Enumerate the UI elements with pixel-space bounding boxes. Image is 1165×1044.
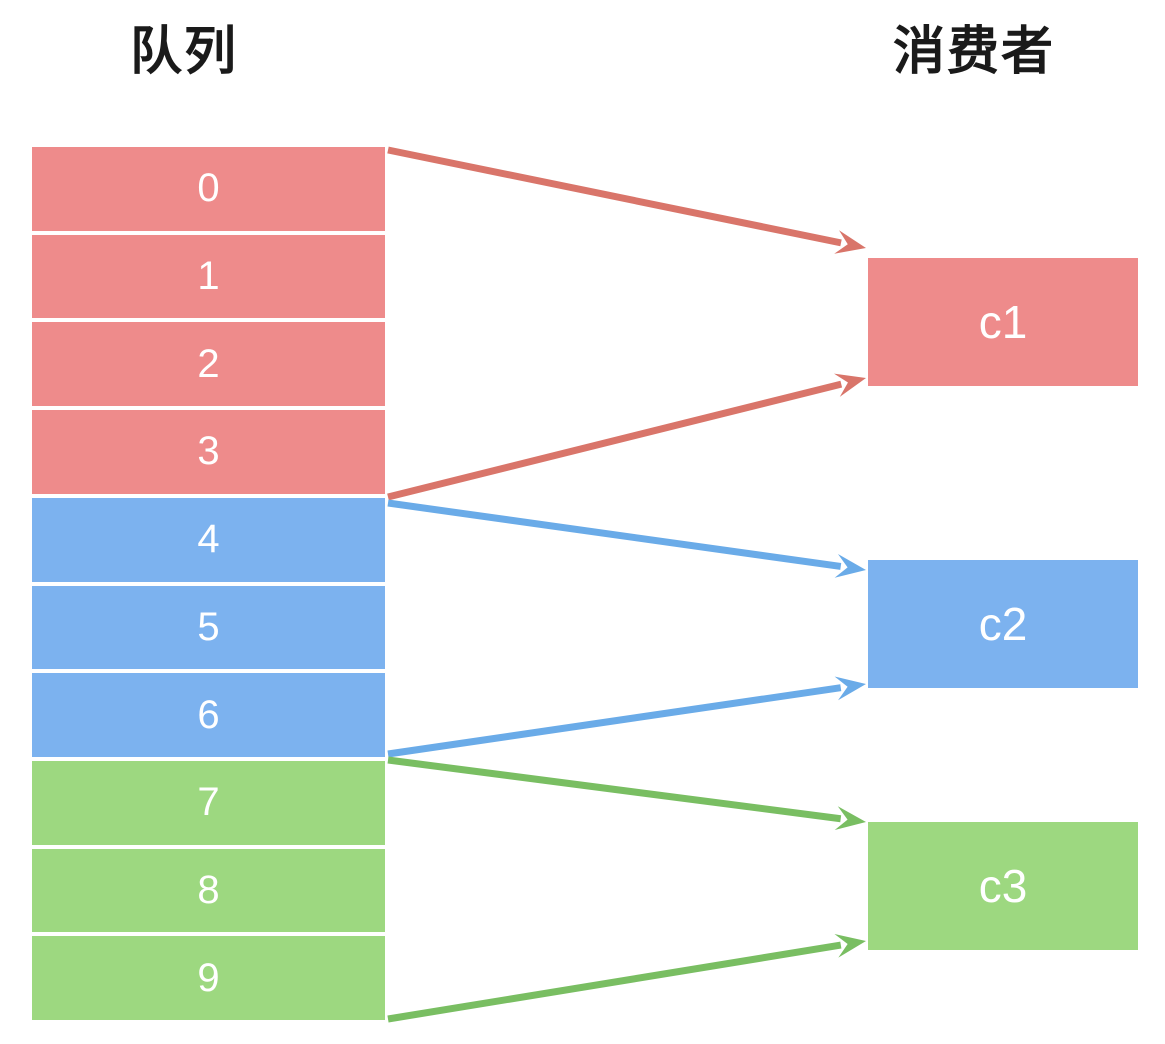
consumer-label: c2 bbox=[978, 598, 1028, 650]
queue-cell-label: 9 bbox=[197, 955, 220, 1000]
queue-cell-1[interactable]: 1 bbox=[32, 234, 385, 323]
queue-cell-8[interactable]: 8 bbox=[32, 848, 385, 937]
queue-cell-7[interactable]: 7 bbox=[32, 760, 385, 849]
consumer-label: c3 bbox=[978, 860, 1028, 912]
queue-cell-3[interactable]: 3 bbox=[32, 410, 385, 498]
queue-cell-label: 3 bbox=[197, 429, 220, 474]
queue-cell-5[interactable]: 5 bbox=[32, 585, 385, 674]
queue-cell-label: 8 bbox=[197, 867, 220, 912]
arrow-queue-top-to-c1 bbox=[387, 146, 866, 254]
consumer-box-c1[interactable]: c1 bbox=[868, 258, 1138, 386]
queue-cell-label: 0 bbox=[197, 166, 220, 211]
arrow-queue-green-bottom-to-c3 bbox=[387, 933, 866, 1023]
arrow-queue-blue-top-to-c2 bbox=[387, 499, 866, 578]
queue-cell-label: 6 bbox=[197, 692, 220, 737]
queue-column: 0 1 2 3 4 5 6 7 8 9 bbox=[32, 147, 385, 1021]
consumer-box-c2[interactable]: c2 bbox=[868, 560, 1138, 688]
queue-cell-9[interactable]: 9 bbox=[32, 936, 385, 1021]
arrow-queue-red-bottom-to-c1 bbox=[387, 373, 866, 501]
queue-cell-2[interactable]: 2 bbox=[32, 322, 385, 411]
consumer-label: c1 bbox=[978, 296, 1028, 348]
queue-cell-label: 2 bbox=[197, 341, 220, 386]
queue-cell-label: 5 bbox=[197, 604, 220, 649]
queue-cell-label: 7 bbox=[197, 780, 220, 825]
arrow-queue-blue-bottom-to-c2 bbox=[387, 676, 866, 758]
consumer-box-c3[interactable]: c3 bbox=[868, 822, 1138, 950]
queue-cell-label: 4 bbox=[197, 517, 220, 562]
arrow-queue-green-top-to-c3 bbox=[387, 756, 866, 831]
queue-cell-0[interactable]: 0 bbox=[32, 147, 385, 235]
queue-cell-label: 1 bbox=[197, 254, 220, 299]
queue-cell-4[interactable]: 4 bbox=[32, 497, 385, 586]
consumer-title: 消费者 bbox=[893, 23, 1056, 81]
queue-title: 队列 bbox=[130, 23, 239, 81]
queue-cell-6[interactable]: 6 bbox=[32, 673, 385, 761]
